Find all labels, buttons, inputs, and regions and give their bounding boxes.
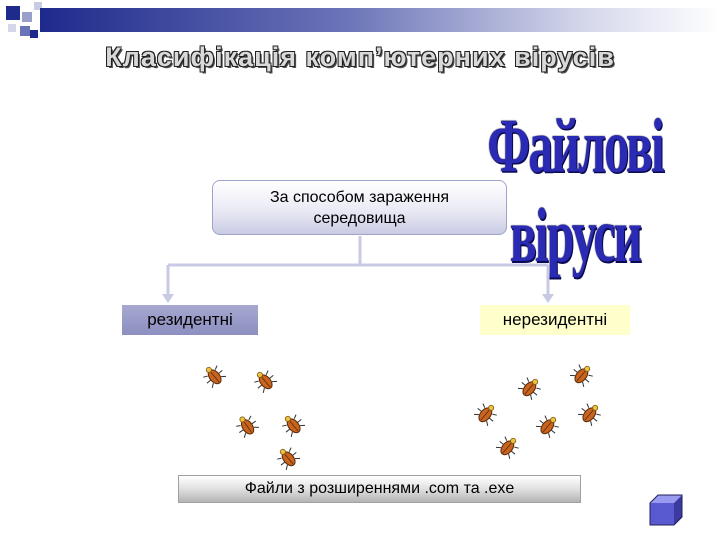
resident-box: резидентні xyxy=(122,305,258,335)
file-extensions-box: Файли з розширеннями .com та .exe xyxy=(178,475,581,503)
nonresident-box: нерезидентні xyxy=(480,305,630,335)
cube-icon xyxy=(649,494,683,526)
bug-icon xyxy=(254,370,278,394)
bug-icon xyxy=(277,447,301,471)
slide-title: Класифікація комп’ютерних вірусів xyxy=(105,42,615,72)
bug-icon xyxy=(495,436,519,460)
resident-label: резидентні xyxy=(147,310,233,329)
decoration-square xyxy=(20,26,30,36)
bug-icon xyxy=(577,403,601,427)
nonresident-label: нерезидентні xyxy=(502,310,608,329)
file-extensions-label: Файли з розширеннями .com та .exe xyxy=(244,480,515,497)
arrowhead-left xyxy=(162,294,174,303)
header-gradient-bar xyxy=(40,8,720,32)
decoration-square xyxy=(6,6,20,20)
decoration-square xyxy=(30,30,38,38)
bug-icon xyxy=(236,415,259,438)
bug-icon xyxy=(569,364,593,388)
arrowhead-right xyxy=(542,294,554,303)
infection-method-line2: середовища xyxy=(313,209,406,227)
decoration-square xyxy=(22,12,32,22)
infection-method-box: За способом зараження середовища xyxy=(212,180,507,235)
decoration-square xyxy=(8,24,16,32)
bug-icon xyxy=(203,365,227,389)
infection-method-line1: За способом зараження xyxy=(269,188,450,206)
bug-icon xyxy=(517,377,541,401)
bug-icon xyxy=(473,403,497,427)
bug-icon xyxy=(535,415,559,439)
decoration-square xyxy=(34,2,42,10)
bug-icon xyxy=(282,414,306,438)
